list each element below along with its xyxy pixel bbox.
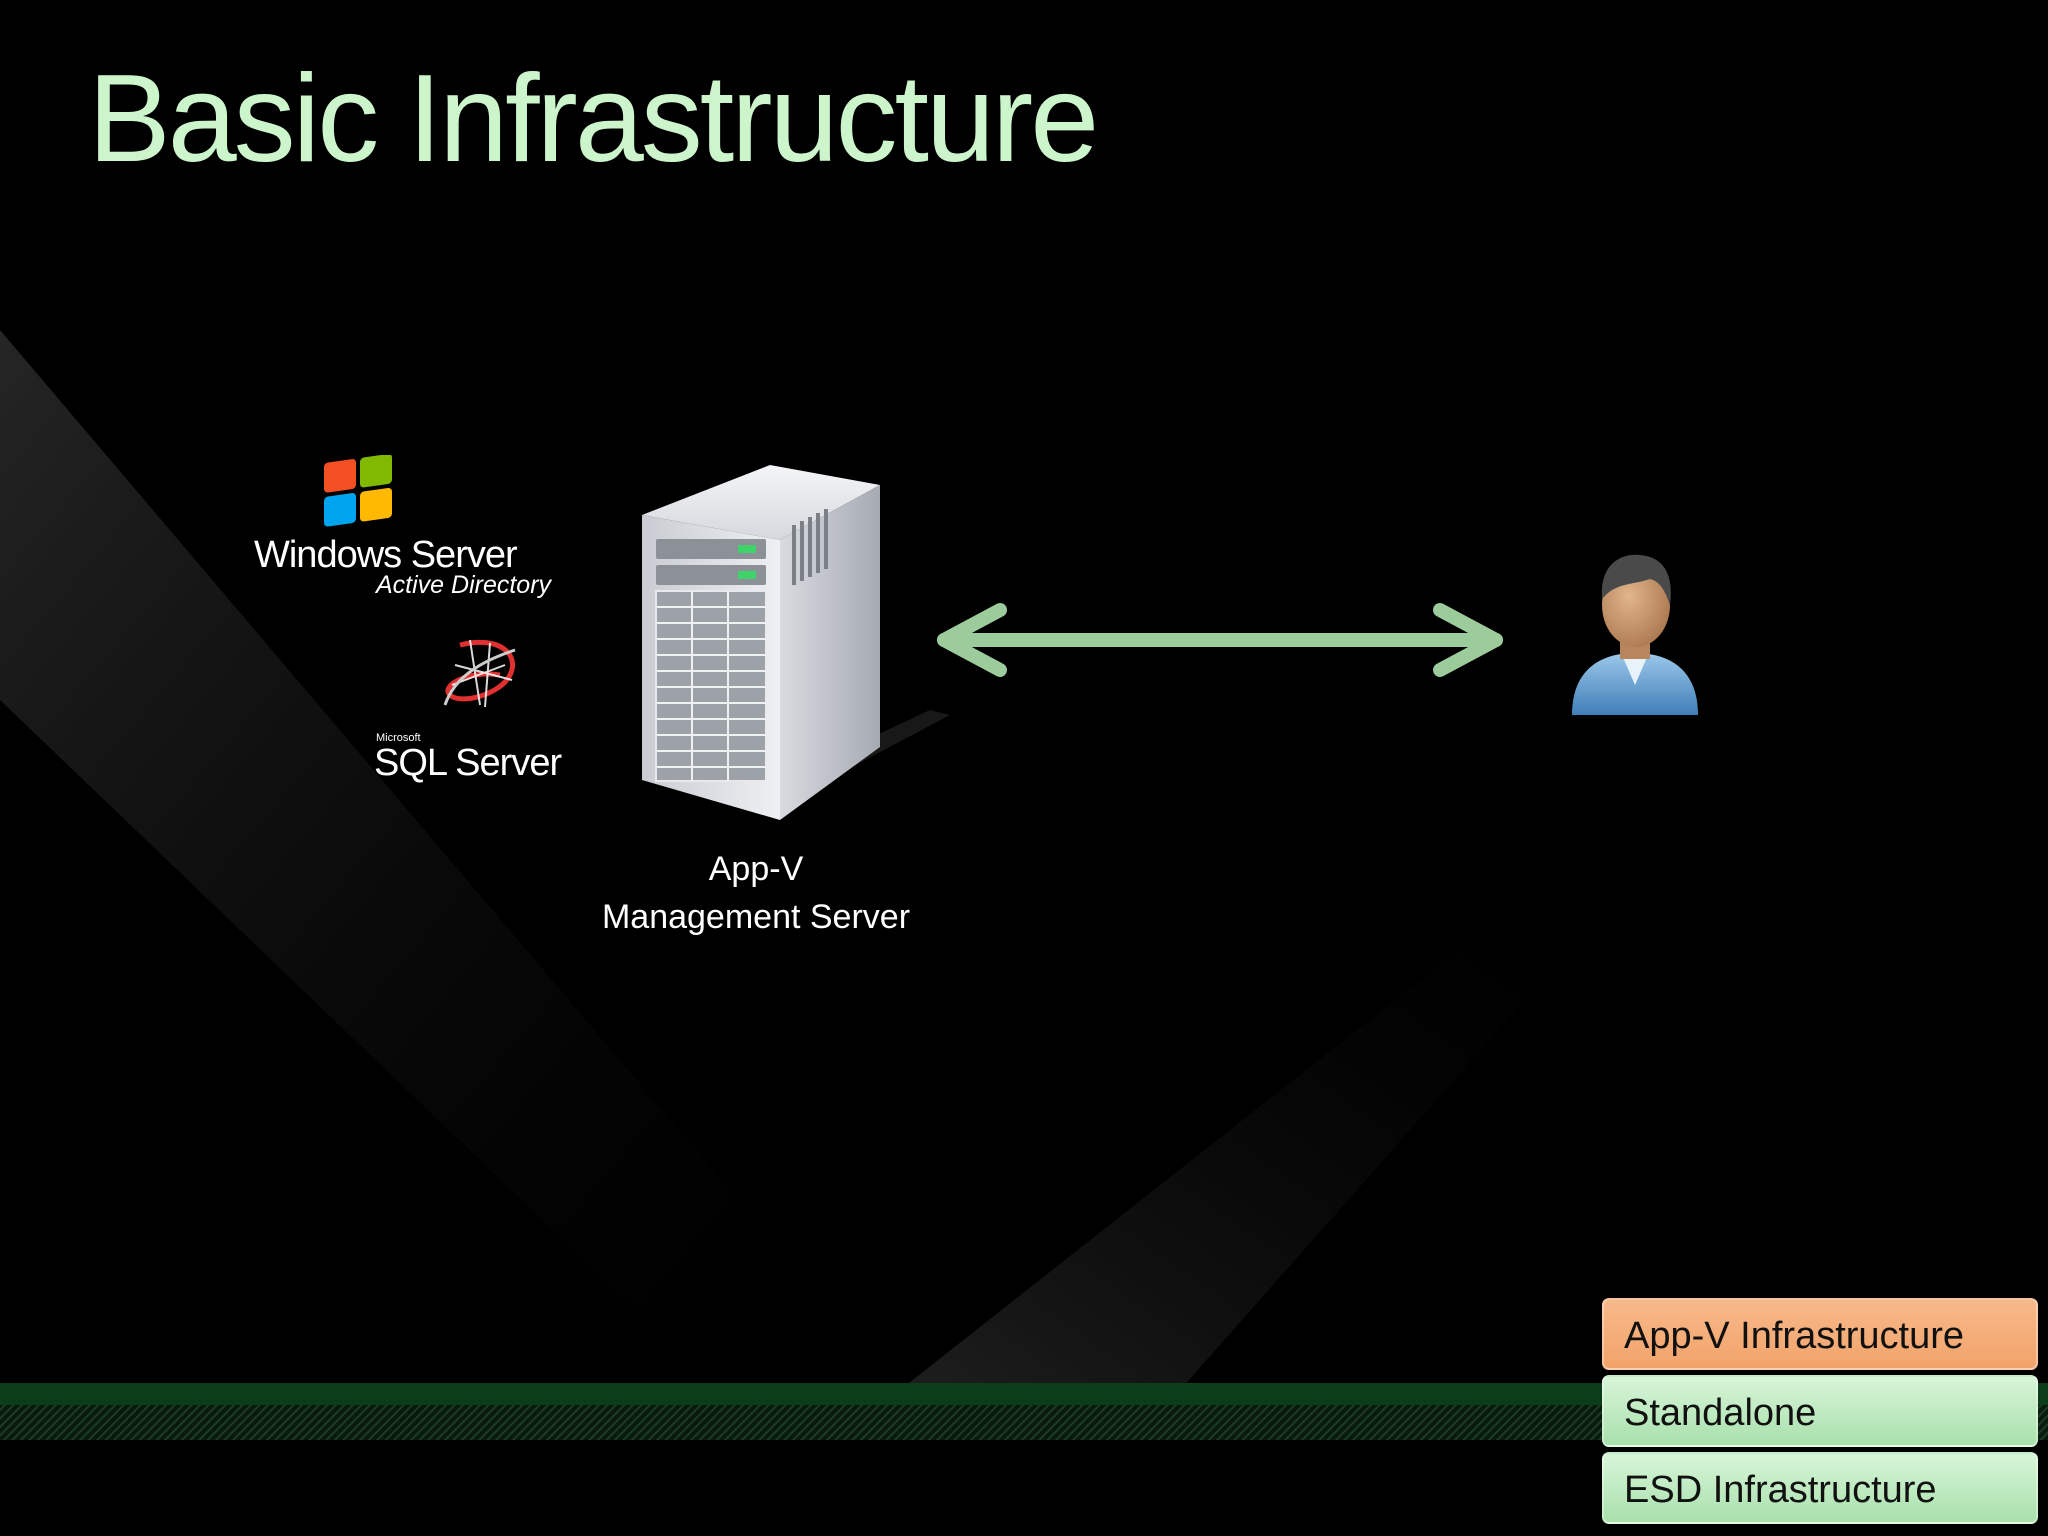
server-tower-icon [642,465,950,820]
windows-flag-icon [324,455,392,527]
server-caption-line1: App-V [708,850,804,888]
sql-server-text: SQL Server [374,742,562,784]
windows-server-text: Windows Server [254,534,518,576]
legend: App-V Infrastructure Standalone ESD Infr… [1602,1298,2038,1529]
sql-server-icon [443,639,516,708]
legend-item-app-v-infrastructure: App-V Infrastructure [1602,1298,2038,1370]
double-arrow-icon [937,603,1503,677]
legend-item-esd-infrastructure: ESD Infrastructure [1602,1452,2038,1524]
active-directory-text: Active Directory [374,571,553,599]
server-caption-line2: Management Server [601,898,911,936]
server-caption: App-V Management Server [556,845,956,941]
legend-item-standalone: Standalone [1602,1375,2038,1447]
microsoft-text: Microsoft [376,732,421,744]
sql-server-logo: Microsoft SQL Server [374,639,563,784]
page-title: Basic Infrastructure [88,50,1099,188]
windows-server-logo: Windows Server Active Directory [254,455,553,599]
user-icon [1572,554,1698,715]
